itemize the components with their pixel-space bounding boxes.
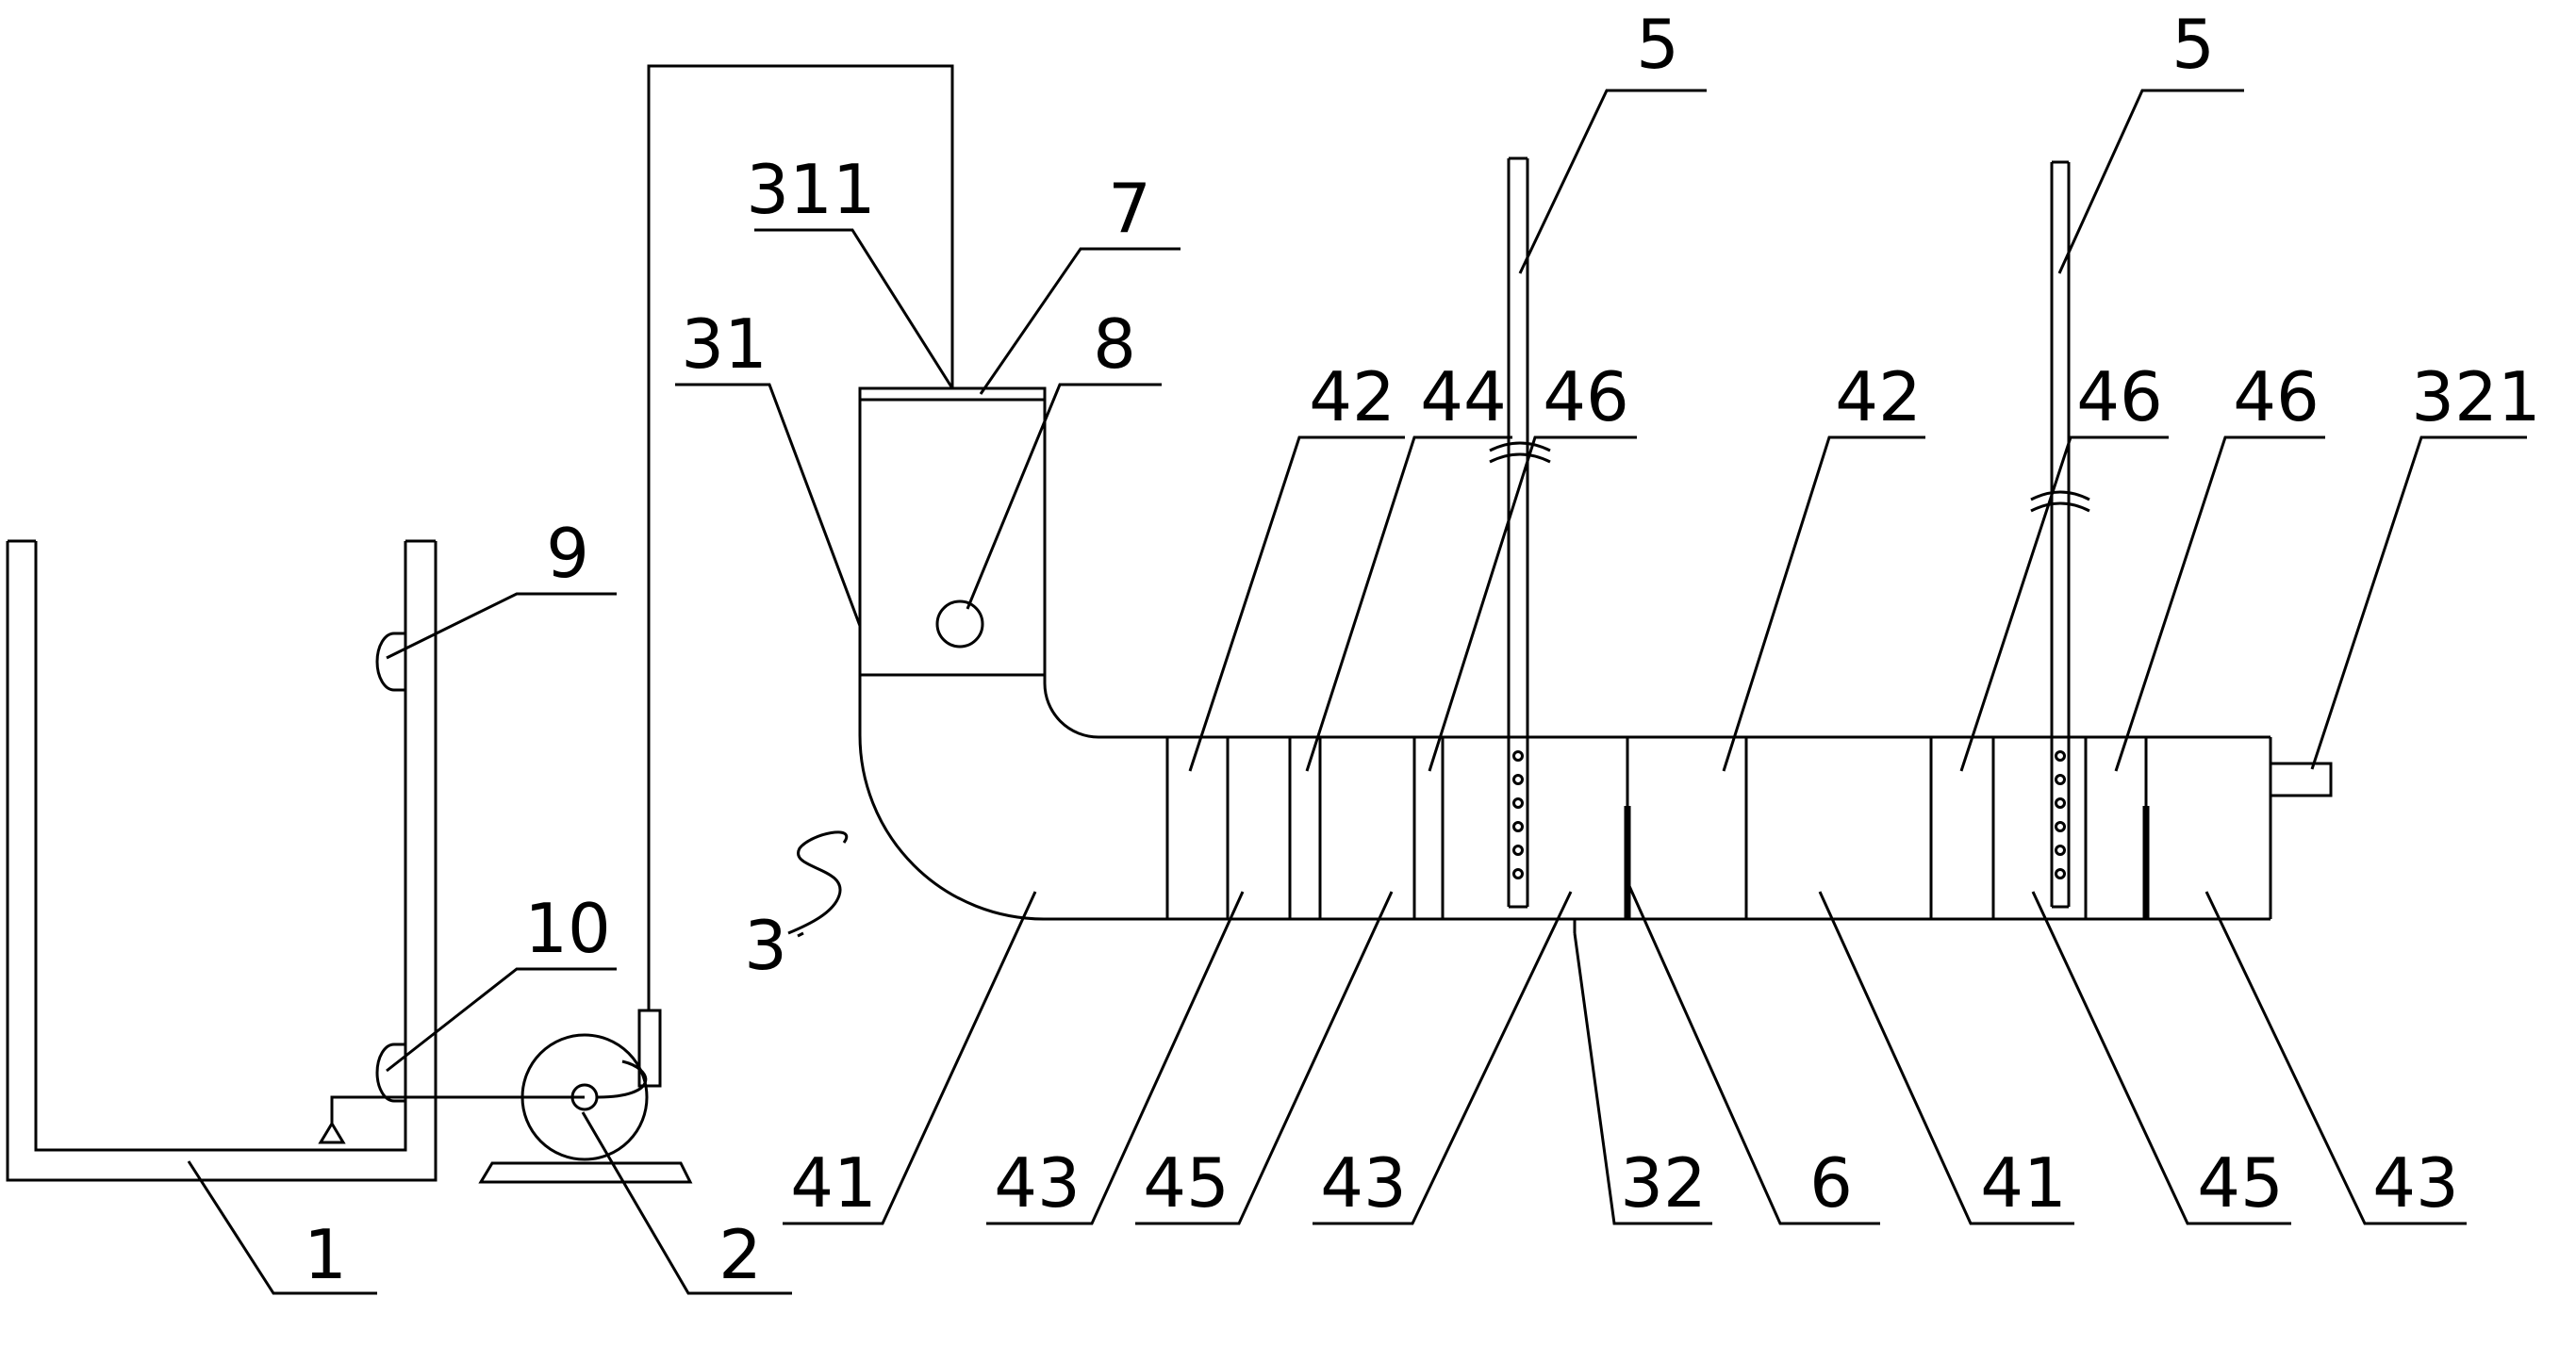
label-321: 321 <box>2411 357 2540 436</box>
label-32: 32 <box>1620 1143 1707 1223</box>
label-8: 8 <box>1093 304 1136 384</box>
leader-lines <box>187 89 2527 1295</box>
elbow-pipe <box>787 675 1099 935</box>
label-45-right: 45 <box>2197 1143 2284 1223</box>
measuring-tube-right <box>2030 160 2090 909</box>
label-311: 311 <box>746 150 875 229</box>
label-42-left: 42 <box>1309 357 1395 436</box>
label-42-right: 42 <box>1835 357 1922 436</box>
label-44: 44 <box>1420 357 1507 436</box>
level-sensor-10 <box>375 1043 405 1103</box>
label-43-mid: 43 <box>1320 1143 1407 1223</box>
label-5-left: 5 <box>1636 5 1679 84</box>
label-43-right: 43 <box>2372 1143 2459 1223</box>
label-31: 31 <box>681 304 768 384</box>
valve-8 <box>935 599 984 649</box>
outlet-321 <box>2269 762 2333 797</box>
measuring-tube-left <box>1489 156 1551 909</box>
channel-dividers <box>1165 737 2150 933</box>
label-3: 3 <box>744 906 787 985</box>
label-7: 7 <box>1108 169 1151 248</box>
label-41-left: 41 <box>790 1143 877 1223</box>
label-43-left: 43 <box>994 1143 1081 1223</box>
label-1: 1 <box>304 1215 347 1294</box>
delivery-pipe <box>647 64 954 1010</box>
label-46-left: 46 <box>1543 357 1629 436</box>
label-45-left: 45 <box>1143 1143 1230 1223</box>
label-10: 10 <box>524 889 611 968</box>
water-tank <box>6 539 438 1182</box>
label-46-right: 46 <box>2233 357 2320 436</box>
main-channel <box>1044 735 2333 921</box>
label-46-mid: 46 <box>2076 357 2163 436</box>
label-2: 2 <box>718 1215 762 1294</box>
level-sensor-9 <box>375 632 405 692</box>
label-6: 6 <box>1809 1143 1853 1223</box>
label-5-right: 5 <box>2171 5 2215 84</box>
suction-pipe <box>318 1095 585 1144</box>
inlet-box <box>858 386 1047 677</box>
label-9: 9 <box>546 514 589 593</box>
label-41-right: 41 <box>1980 1143 2067 1223</box>
reference-numerals: 1 2 3 31 311 7 8 9 10 42 44 46 5 5 42 46… <box>304 5 2541 1294</box>
